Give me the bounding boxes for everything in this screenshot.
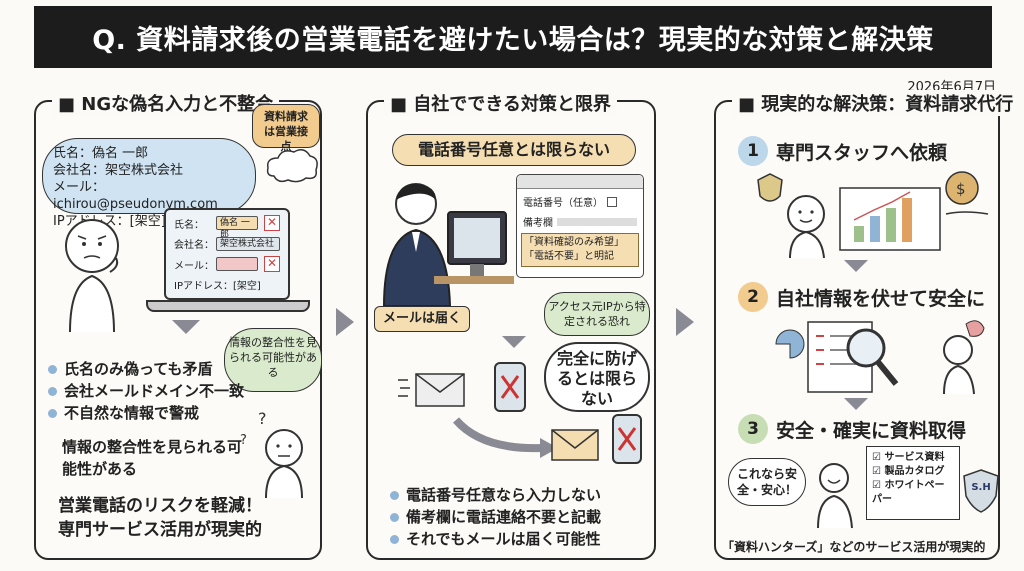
panel-realistic-solution: ■ 現実的な解決策：資料請求代行 1 専門スタッフへ依頼 $ 2 自社情報を伏せ… — [714, 90, 1020, 560]
panel1-heading: ■ NGな偽名入力と不整合 — [52, 90, 280, 116]
magnifier-document-illustration — [775, 320, 985, 395]
shield-icon: S.H — [962, 468, 1000, 514]
x-mark-icon: ✕ — [264, 256, 280, 272]
mail-arrives-label: メールは届く — [374, 306, 470, 332]
svg-text:?: ? — [258, 409, 267, 428]
name-field: 偽名 一郎 — [216, 216, 258, 240]
form-row-ip: IPアドレス：[架空] — [174, 281, 261, 292]
step-2: 2 自社情報を伏せて安全に — [738, 282, 985, 312]
footer-note: 「資料ハンターズ」などのサービス活用が現実的 — [722, 540, 986, 554]
office-worker-icon — [382, 183, 514, 307]
cannot-prevent-bubble: 完全に防げるとは限らない — [544, 342, 650, 412]
laptop-form-screen: 氏名： 偽名 一郎 ✕ 会社名： 架空株式会社 メール： ✕ IPアドレス：[架… — [164, 208, 290, 300]
confused-person-icon: ? ? — [240, 409, 303, 499]
email-field — [216, 257, 258, 271]
down-arrow-icon — [172, 320, 200, 334]
x-mark-icon: ✕ — [264, 215, 280, 231]
fake-info-line: 会社名：架空株式会社 — [53, 163, 184, 178]
panel-self-measures: ■ 自社でできる対策と限界 電話番号任意とは限らない 電話番号（任意） 備考欄 … — [366, 90, 656, 560]
worried-person-icon — [65, 219, 119, 333]
document-checklist: ☑ サービス資料 ☑ 製品カタログ ☑ ホワイトペーパー — [866, 446, 960, 520]
checklist-item: ☑ サービス資料 — [872, 452, 945, 463]
svg-text:$: $ — [956, 180, 966, 198]
bullet-item: 会社メールドメイン不一致 — [48, 380, 244, 402]
happy-person-icon — [817, 463, 853, 529]
panel2-bullets: 電話番号任意なら入力しない 備考欄に電話連絡不要と記載 それでもメールは届く可能… — [390, 484, 601, 550]
fake-info-bubble: 氏名：偽名 一郎 会社名：架空株式会社 メール：ichirou@pseudony… — [42, 138, 256, 229]
fake-info-line: 氏名：偽名 一郎 — [53, 146, 149, 161]
blocked-phone-icon — [494, 362, 526, 412]
phone-optional-banner: 電話番号任意とは限らない — [392, 134, 636, 166]
panel2-heading: ■ 自社でできる対策と限界 — [384, 90, 617, 116]
envelope-icon — [551, 429, 599, 461]
bullet-item: 備考欄に電話連絡不要と記載 — [390, 506, 601, 528]
form-row-name: 氏名： 偽名 一郎 ✕ — [174, 215, 280, 240]
relief-bubble: これなら安全・安心！ — [728, 458, 806, 506]
memo-note: 「資料確認のみ希望」「電話不要」と明記 — [521, 233, 639, 267]
checklist-item: ☑ ホワイトペーパー — [872, 480, 945, 505]
down-arrow-icon — [844, 260, 868, 272]
form-row-company: 会社名： 架空株式会社 — [174, 236, 280, 251]
envelope-icon — [398, 373, 465, 407]
panel1-bullets: 氏名のみ偽っても矛盾 会社メールドメイン不一致 不自然な情報で警戒 — [48, 358, 244, 424]
right-arrow-icon — [336, 308, 354, 336]
step-1: 1 専門スタッフへ依頼 — [738, 136, 947, 166]
consistency-note: 情報の整合性を見られる可能性がある — [62, 438, 243, 478]
phone-optional-row: 電話番号（任意） — [523, 194, 637, 209]
bullet-item: 電話番号任意なら入力しない — [390, 484, 601, 506]
laptop-base — [146, 300, 310, 312]
bullet-item: それでもメールは届く可能性 — [390, 528, 601, 550]
memo-row: 備考欄 — [523, 214, 637, 229]
bullet-item: 不自然な情報で警戒 — [48, 402, 244, 424]
page-title: Q. 資料請求後の営業電話を避けたい場合は？現実的な対策と解決策 — [34, 6, 992, 68]
step-number: 2 — [738, 282, 768, 312]
form-row-email: メール： ✕ — [174, 256, 280, 272]
thought-cloud-icon — [266, 149, 318, 183]
down-arrow-icon — [844, 398, 868, 410]
panel-ng-fake-input: ■ NGな偽名入力と不整合 氏名：偽名 一郎 会社名：架空株式会社 メール：ic… — [34, 90, 322, 560]
bullet-item: 氏名のみ偽っても矛盾 — [48, 358, 244, 380]
consistency-bubble: 情報の整合性を見られる可能性がある — [224, 328, 322, 392]
ip-identify-bubble: アクセス元IPから特定される恐れ — [544, 292, 650, 336]
browser-toolbar — [517, 175, 643, 189]
svg-text:?: ? — [240, 433, 247, 448]
right-arrow-icon — [676, 308, 694, 336]
company-field: 架空株式会社 — [216, 236, 280, 251]
browser-form-window: 電話番号（任意） 備考欄 「資料確認のみ希望」「電話不要」と明記 — [516, 174, 644, 278]
down-arrow-icon — [502, 336, 526, 348]
conclusion-text: 営業電話のリスクを軽減！ 専門サービス活用が現実的 — [58, 496, 262, 540]
step-number: 1 — [738, 136, 768, 166]
checkbox-icon — [607, 196, 617, 207]
sales-contact-tag: 資料請求は営業接点 — [252, 104, 320, 153]
blocked-phone-icon — [612, 414, 642, 464]
step-3: 3 安全・確実に資料取得 — [738, 414, 966, 444]
panel3-heading: ■ 現実的な解決策：資料請求代行 — [732, 90, 1020, 116]
step-number: 3 — [738, 414, 768, 444]
checklist-item: ☑ 製品カタログ — [872, 466, 945, 477]
curved-arrow-icon — [452, 417, 558, 458]
staff-chart-illustration: $ — [757, 171, 989, 258]
